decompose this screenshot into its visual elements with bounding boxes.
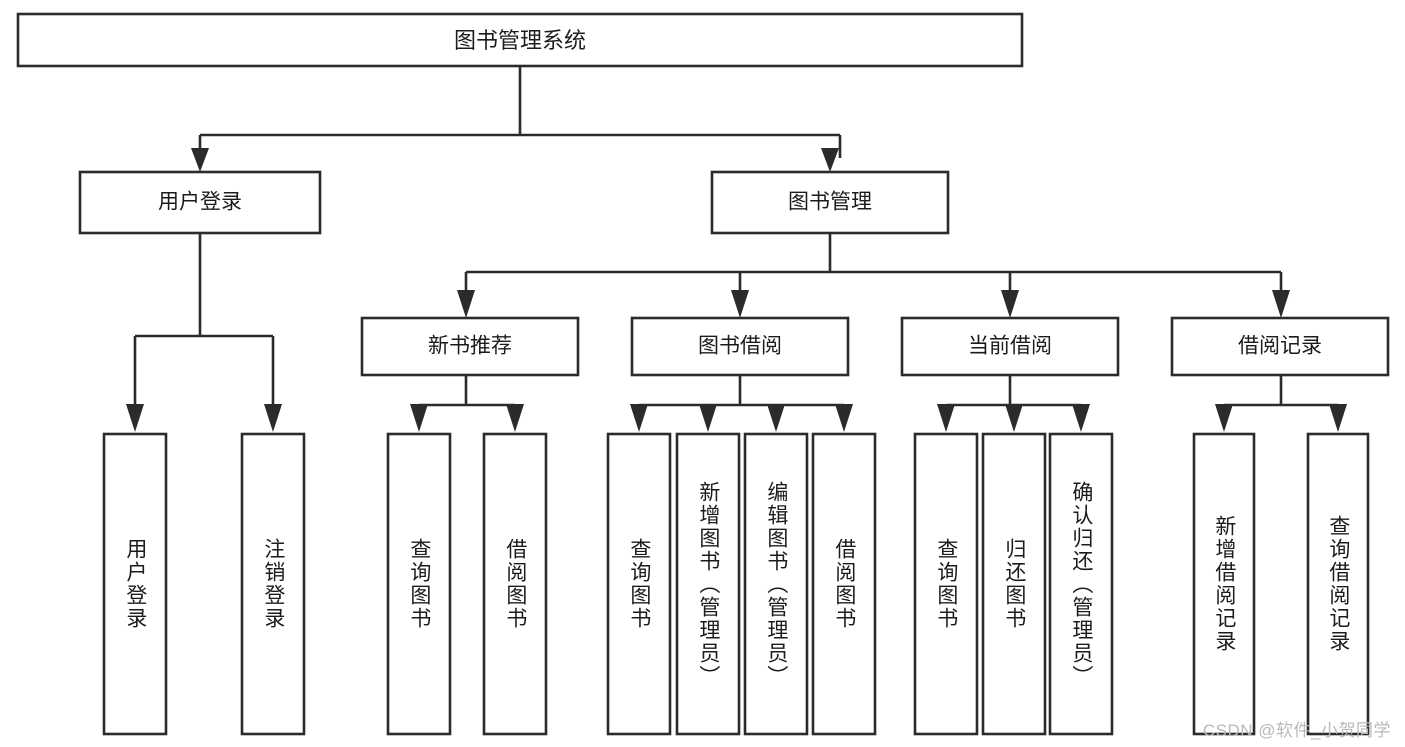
arrow-head-leaf-query-book-3: [937, 404, 955, 432]
node-book-borrow-box[interactable]: [630, 316, 850, 377]
leaf-box-add-record[interactable]: [1192, 432, 1256, 736]
arrow-head-current-borrow: [1001, 290, 1019, 318]
connector-borrowrecord-to-leaves: [1222, 375, 1340, 412]
node-root-box[interactable]: [16, 12, 1024, 68]
leaf-box-confirm-return[interactable]: [1048, 432, 1114, 736]
leaf-box-borrow-book-2[interactable]: [811, 432, 877, 736]
leaf-box-edit-book[interactable]: [743, 432, 809, 736]
connector-bookmanage-to-level3: [464, 233, 1283, 296]
leaf-box-query-book-3[interactable]: [913, 432, 979, 736]
node-user-login-box[interactable]: [78, 170, 322, 235]
csdn-watermark: CSDN @软件_小贺同学: [1202, 721, 1391, 740]
arrow-head-user-login: [191, 148, 209, 172]
arrow-head-leaf-edit-book: [767, 404, 785, 432]
arrow-head-leaf-user-login: [126, 404, 144, 432]
arrow-head-leaf-add-book: [699, 404, 717, 432]
connector-userlogin-to-leaves: [133, 233, 275, 410]
arrow-head-leaf-borrow-book-1: [506, 404, 524, 432]
arrow-head-book-manage: [821, 148, 839, 172]
node-new-book-label: 新书推荐: [428, 335, 512, 358]
connector-newbook-to-leaves: [417, 375, 517, 412]
node-borrow-record-label: 借阅记录: [1238, 335, 1322, 358]
leaf-box-query-record[interactable]: [1306, 432, 1370, 736]
leaf-box-query-book-2[interactable]: [606, 432, 672, 736]
leaf-box-borrow-book-1[interactable]: [482, 432, 548, 736]
connector-root-to-level2: [198, 66, 842, 158]
leaf-box-user-login[interactable]: [102, 432, 168, 736]
node-borrow-record-box[interactable]: [1170, 316, 1390, 377]
node-user-login-label: 用户登录: [158, 191, 242, 214]
connector-bookborrow-to-leaves: [637, 375, 846, 412]
arrow-head-leaf-add-record: [1215, 404, 1233, 432]
arrow-head-borrow-record: [1272, 290, 1290, 318]
node-layer: 图书管理系统 用户登录 图书管理 新书推荐 图书借阅 当前借阅 借阅记录: [16, 12, 1390, 736]
leaf-box-query-book-1[interactable]: [386, 432, 452, 736]
arrow-head-book-borrow: [731, 290, 749, 318]
arrow-head-leaf-query-book-1: [410, 404, 428, 432]
node-book-manage-box[interactable]: [710, 170, 950, 235]
node-book-manage-label: 图书管理: [788, 191, 872, 214]
node-new-book-box[interactable]: [360, 316, 580, 377]
arrow-head-leaf-confirm-return: [1072, 404, 1090, 432]
node-current-borrow-box[interactable]: [900, 316, 1120, 377]
node-current-borrow-label: 当前借阅: [968, 335, 1052, 358]
node-root-label: 图书管理系统: [454, 28, 586, 53]
arrow-head-leaf-borrow-book-2: [835, 404, 853, 432]
connector-layer: [126, 66, 1347, 432]
arrow-head-leaf-query-record: [1329, 404, 1347, 432]
leaf-box-add-book[interactable]: [675, 432, 741, 736]
arrow-head-new-book: [457, 290, 475, 318]
node-book-borrow-label: 图书借阅: [698, 335, 782, 358]
leaf-box-return-book[interactable]: [981, 432, 1047, 736]
arrow-head-leaf-return-book: [1005, 404, 1023, 432]
leaf-box-logout[interactable]: [240, 432, 306, 736]
arrow-head-leaf-query-book-2: [630, 404, 648, 432]
arrow-head-leaf-logout: [264, 404, 282, 432]
